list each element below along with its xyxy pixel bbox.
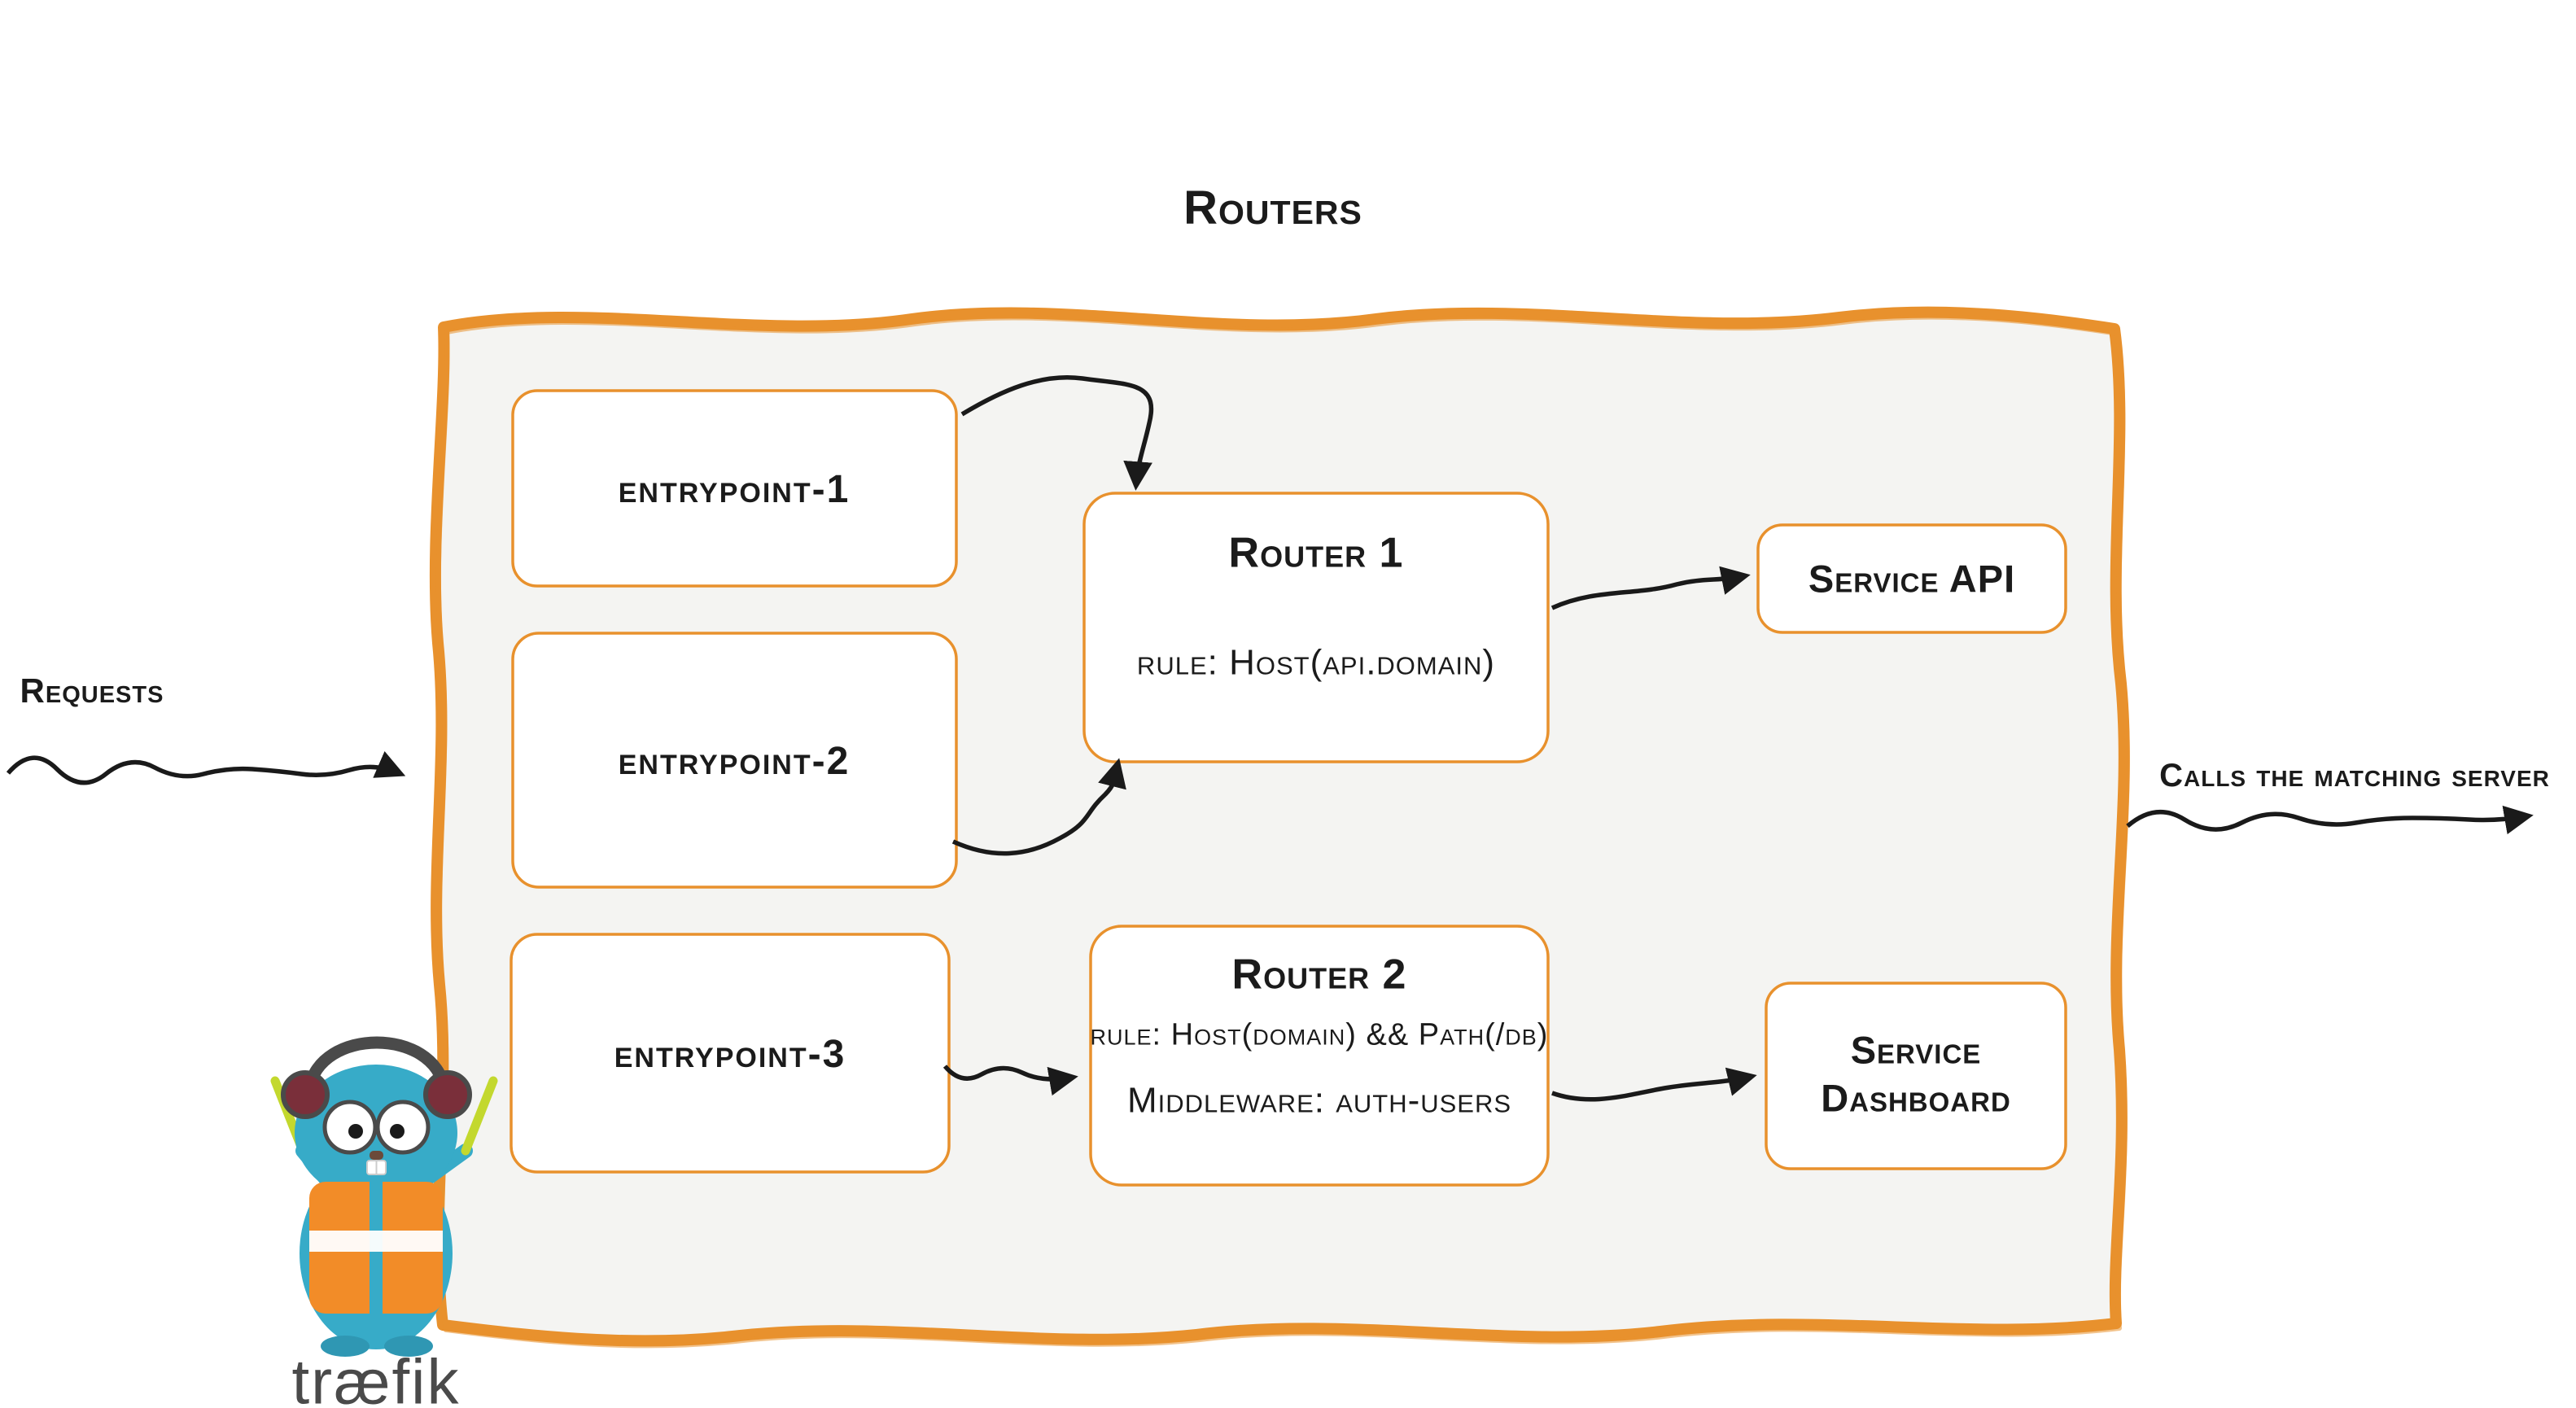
mascot-headphones-band [303, 1036, 451, 1091]
calls-matching-server-label: Calls the matching server [2159, 758, 2550, 794]
router-1-box [1082, 492, 1550, 763]
entrypoint-2-label: entrypoint-2 [618, 740, 851, 783]
router1-to-service-api-arrow [1550, 566, 1751, 610]
router-2-name: Router 2 [1231, 951, 1407, 999]
service-dashboard-label: Service Dashboard [1821, 1028, 2011, 1119]
mascot-left-foot [321, 1336, 370, 1357]
router-1-rule: rule: Host(api.domain) [1136, 642, 1496, 683]
router-2-box [1089, 925, 1550, 1187]
entrypoint-3-box [510, 933, 951, 1174]
service-dashboard-box [1765, 982, 2067, 1170]
diagram-title: Routers [1183, 181, 1362, 234]
requests-label: Requests [20, 671, 164, 710]
router-2-middleware: Middleware: auth-users [1126, 1080, 1512, 1121]
router2-to-service-dashboard-arrow [1551, 1067, 1757, 1102]
router-1-name: Router 1 [1228, 529, 1404, 577]
requests-arrow [6, 750, 406, 785]
calls-arrow [2126, 805, 2534, 835]
entrypoint1-to-router1-arrow [960, 374, 1154, 491]
mascot-left-earcup [281, 1070, 330, 1119]
mascot-left-pupil [348, 1124, 363, 1139]
entrypoint3-to-router2-arrow [942, 1065, 1078, 1096]
mascot-right-earcup [423, 1070, 472, 1119]
mascot-right-wand [461, 1076, 498, 1156]
service-api-label: Service API [1808, 557, 2016, 601]
entrypoint-1-box [511, 389, 958, 588]
mascot-vest-stripe [309, 1231, 443, 1252]
mascot-right-foot [384, 1336, 433, 1357]
entrypoint-2-box [511, 632, 958, 889]
service-api-box [1756, 523, 2067, 634]
mascot-nose [370, 1151, 383, 1160]
traefik-wordmark: træfik [291, 1345, 461, 1408]
entrypoint-3-label: entrypoint-3 [614, 1033, 846, 1076]
router-2-rule: rule: Host(domain) && Path(/db) [1090, 1017, 1549, 1052]
entrypoint-1-label: entrypoint-1 [618, 468, 851, 511]
traefik-mascot [270, 1036, 498, 1357]
mascot-right-pupil [390, 1124, 405, 1139]
entrypoint2-to-router1-arrow [951, 758, 1126, 856]
